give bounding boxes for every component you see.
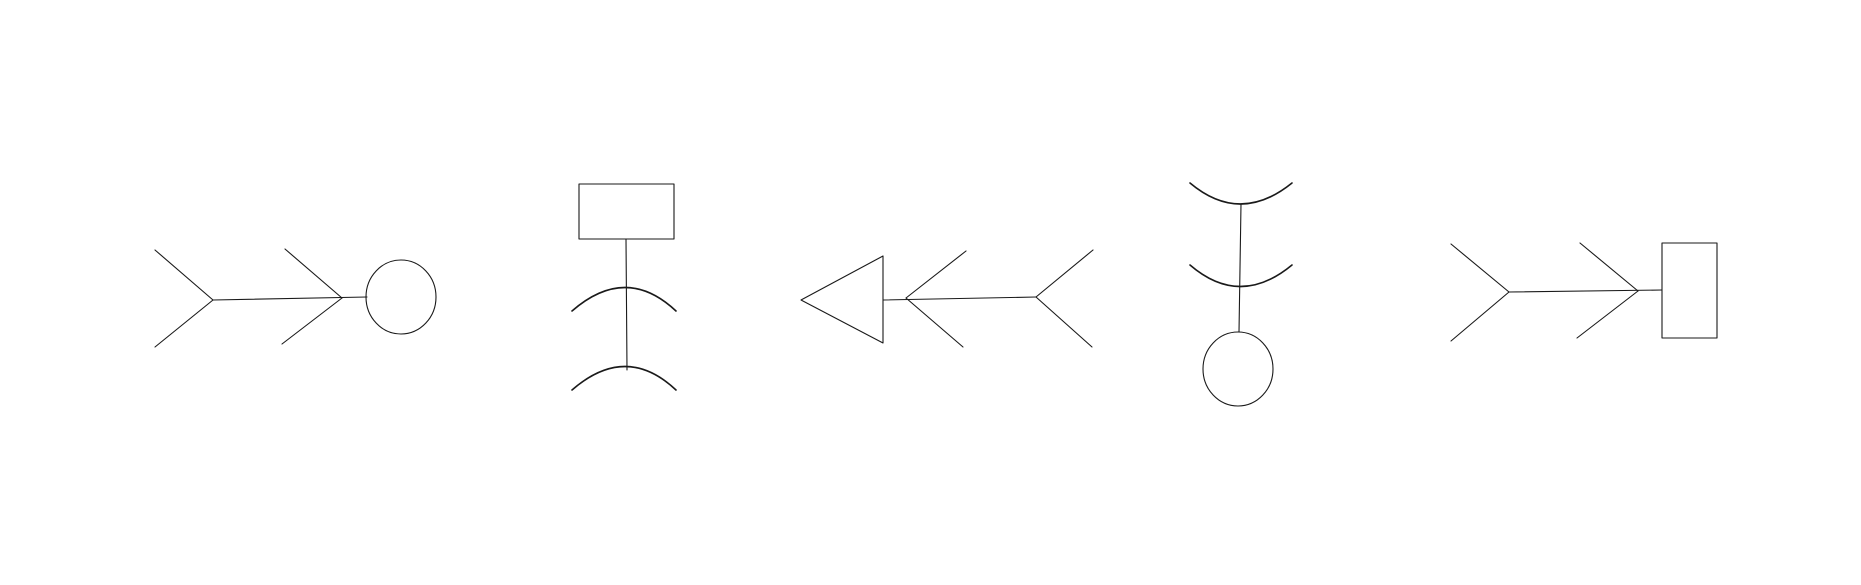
shaft-line (212, 296, 368, 301)
rear-fletch-lower (1035, 296, 1093, 348)
rear-fletch-upper (1450, 243, 1510, 293)
glyph-fletched-shaft-with-circle (154, 248, 437, 348)
vertical-stem (625, 238, 628, 371)
glyph-box-with-two-arcs (571, 183, 677, 391)
upper-arc (571, 286, 677, 312)
rear-fletch-lower (1450, 291, 1510, 342)
front-fletch-upper (905, 250, 967, 299)
glyph-two-arcs-with-circle (1189, 182, 1293, 407)
front-fletch-lower (1576, 290, 1639, 339)
lower-arc (1189, 264, 1293, 288)
rear-fletch-upper (1035, 249, 1094, 298)
end-circle (365, 259, 437, 335)
glyph-fletched-shaft-with-rectangle (1450, 242, 1718, 342)
shaft-line (1508, 289, 1663, 293)
rear-fletch-lower (154, 299, 214, 348)
front-fletch-upper (1579, 242, 1639, 292)
top-box (578, 183, 675, 240)
front-fletch-upper (284, 248, 343, 299)
glyph-triangle-arrow-with-fletching (800, 249, 1094, 348)
lower-arc (571, 365, 677, 391)
front-fletch-lower (905, 297, 964, 348)
end-rectangle (1661, 242, 1718, 339)
rear-fletch-upper (154, 249, 214, 301)
front-fletch-lower (281, 297, 343, 345)
arrow-triangle (800, 255, 884, 344)
end-circle (1202, 331, 1274, 407)
vertical-stem (1238, 203, 1242, 333)
upper-arc (1189, 182, 1293, 205)
